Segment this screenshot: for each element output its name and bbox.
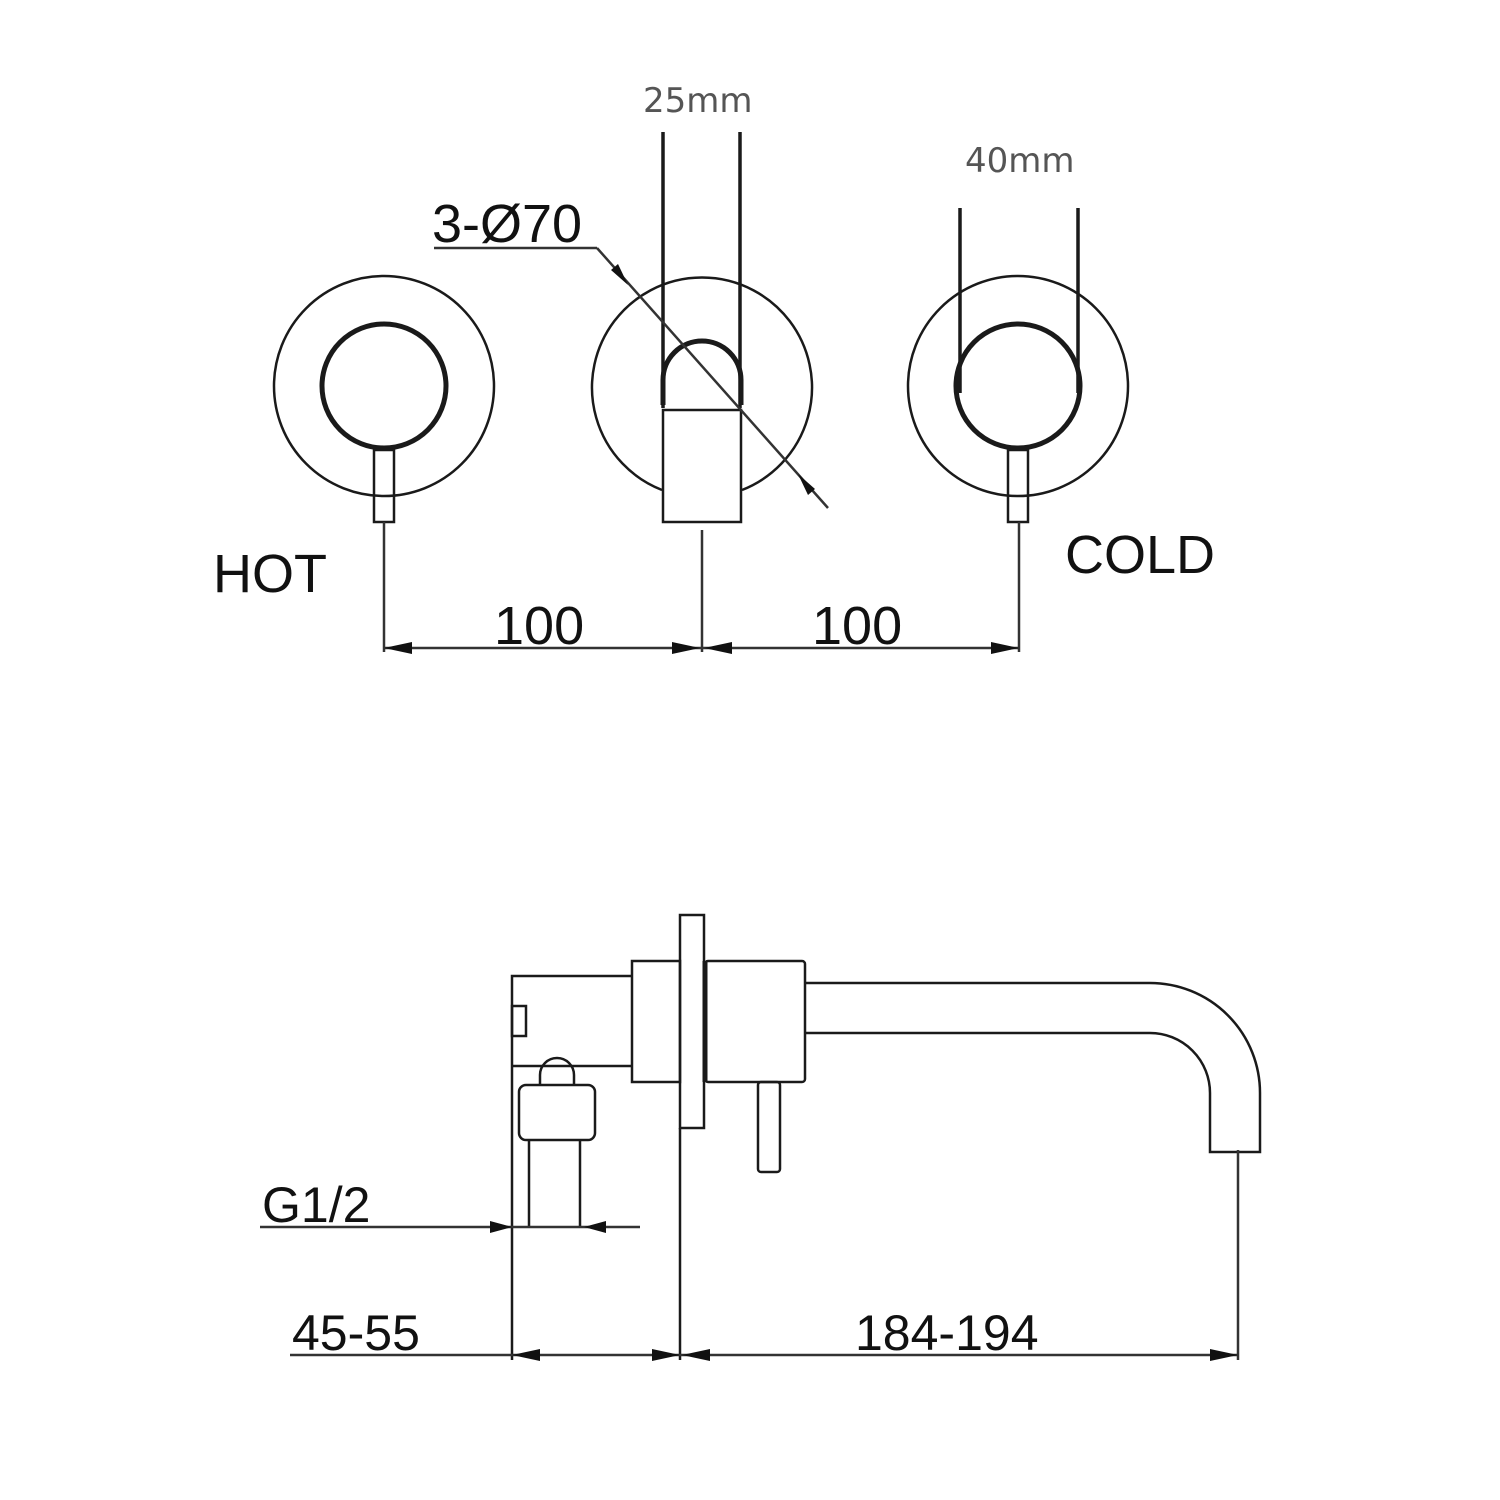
cold-knob	[953, 321, 1083, 451]
left-spacing-value: 100	[494, 596, 584, 656]
cold-cover-plate	[906, 274, 1130, 498]
hot-knob	[319, 321, 449, 451]
front-view: 25mm 40mm 3-Ø70 HOT COLD 100 100	[213, 81, 1215, 656]
valve-block-rear	[630, 959, 682, 1084]
hot-handle	[272, 274, 496, 524]
side-view: G1/2 45-55 184-194	[260, 913, 1262, 1361]
cold-label: COLD	[1065, 525, 1215, 585]
inlet-cap	[538, 1056, 576, 1085]
right-spacing-value: 100	[812, 596, 902, 656]
side-lever	[756, 1080, 782, 1174]
spacing-dimensions	[382, 522, 1021, 654]
diameter-leader	[434, 246, 829, 509]
spout-body	[661, 408, 743, 524]
inlet-nut	[517, 1083, 597, 1142]
spout-front	[590, 132, 814, 524]
wall-plate	[678, 913, 706, 1130]
hot-cover-plate	[272, 274, 496, 498]
cold-handle	[906, 208, 1130, 524]
hot-label: HOT	[213, 544, 327, 604]
wall-depth-label: 45-55	[292, 1305, 420, 1361]
spout-side	[806, 981, 1262, 1154]
spout-width-label: 25mm	[643, 81, 753, 121]
valve-block-front	[703, 959, 807, 1084]
spout-reach-label: 184-194	[855, 1305, 1039, 1361]
spout-cover-plate	[590, 276, 814, 492]
thread-label: G1/2	[262, 1177, 370, 1233]
cold-lever	[1006, 448, 1030, 524]
diameter-label: 3-Ø70	[432, 194, 582, 254]
handle-width-label: 40mm	[965, 141, 1075, 181]
rear-body	[510, 974, 632, 1360]
rear-tab	[510, 1004, 528, 1038]
hot-lever	[372, 448, 396, 524]
